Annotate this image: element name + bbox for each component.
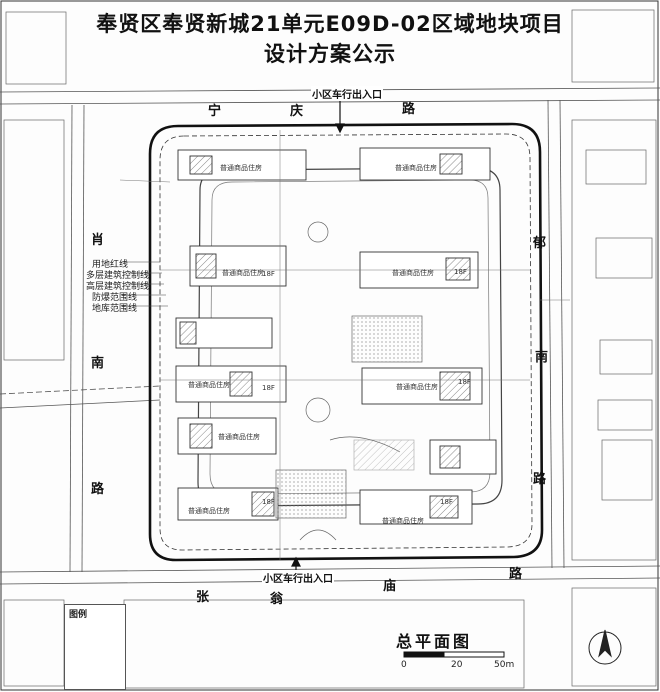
site-red-line (148, 122, 544, 562)
legend-leaders (122, 261, 168, 307)
scale-tick-0: 0 (401, 660, 407, 670)
building-label: 普通商品住房 (396, 383, 438, 391)
north-arrow-icon (588, 629, 622, 665)
building-label: 普通商品住房 (218, 433, 260, 441)
legend-item-red-line: 用地红线 (92, 260, 129, 270)
building-label: 普通商品住房 (392, 269, 434, 277)
scale-tick-20: 20 (451, 660, 463, 670)
surrounding-roads (0, 87, 660, 585)
adjacent-parcels (3, 9, 657, 689)
north-buildings (177, 147, 491, 181)
road-north-char-2: 庆 (290, 104, 304, 119)
building-label: 普通商品住房 (222, 269, 264, 277)
building-floors: 18F (458, 378, 471, 386)
dimension-lines (119, 130, 570, 560)
notes-table: 图例 (64, 604, 126, 690)
road-west-char-1: 肖 (91, 233, 105, 248)
building-floors: 18F (440, 498, 453, 506)
building-block-2 (175, 317, 483, 405)
control-line (159, 133, 533, 551)
building-label: 普通商品住房 (188, 507, 230, 515)
legend-item-multistorey: 多层建筑控制线 (86, 271, 150, 281)
road-east-char-1: 郁 (533, 236, 547, 251)
road-south-char-2: 翁 (270, 592, 284, 607)
road-east-char-2: 南 (535, 350, 549, 365)
road-west-char-2: 南 (91, 356, 105, 371)
building-block-3 (177, 417, 497, 525)
building-label: 普通商品住房 (382, 517, 424, 525)
north-entrance-label: 小区车行出入口 (311, 86, 383, 101)
south-entrance-label: 小区车行出入口 (262, 570, 334, 585)
road-north-char-3: 路 (402, 102, 416, 117)
page-subtitle: 设计方案公示 (264, 42, 396, 66)
notes-header: 图例 (69, 610, 88, 620)
scale-bar (403, 651, 505, 658)
scale-tick-50: 50m (494, 660, 515, 670)
legend-item-blast: 防爆范围线 (92, 293, 138, 303)
legend-item-highrise: 高层建筑控制线 (86, 282, 150, 292)
building-floors: 18F (454, 268, 467, 276)
building-floors: 18F (262, 498, 275, 506)
legend-item-basement: 地库范围线 (92, 304, 138, 314)
page-title: 奉贤区奉贤新城21单元E09D-02区域地块项目 (96, 12, 564, 36)
road-south-char-3: 庙 (383, 579, 397, 594)
road-north-char-1: 宁 (208, 104, 222, 119)
building-block-1 (189, 245, 479, 289)
road-south-char-4: 路 (509, 567, 523, 582)
drawing-title: 总平面图 (396, 632, 473, 651)
building-floors: 18F (262, 270, 275, 278)
road-east-char-3: 路 (533, 472, 547, 487)
building-floors: 18F (262, 384, 275, 392)
road-south-char-1: 张 (196, 590, 210, 605)
building-label: 普通商品住房 (220, 164, 262, 172)
building-label: 普通商品住房 (395, 164, 437, 172)
building-label: 普通商品住房 (188, 381, 230, 389)
road-west-char-3: 路 (91, 482, 105, 497)
central-landscape (275, 221, 423, 541)
